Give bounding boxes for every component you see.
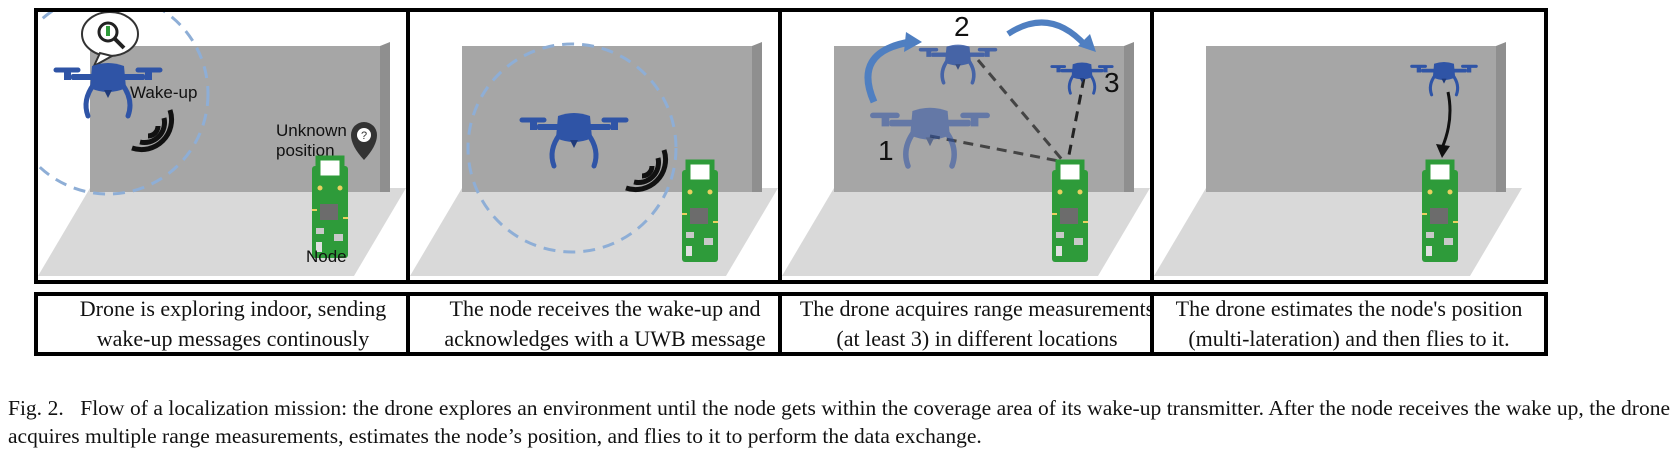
move-arrow-2	[1006, 19, 1089, 49]
panel-2-illustration	[410, 42, 778, 276]
sensor-node-board-icon	[312, 158, 348, 258]
move-arrow-2-head	[1078, 34, 1096, 52]
range-line-3	[1066, 77, 1086, 161]
wall-side	[752, 42, 762, 192]
wall-side	[1124, 42, 1134, 192]
panel-3-illustration: 1 2 3	[782, 12, 1150, 276]
sensor-node-board-icon	[682, 162, 718, 262]
panel-3-caption: The drone acquires range measurements (a…	[778, 292, 1176, 356]
svg-text:?: ?	[361, 130, 367, 142]
coverage-circle	[38, 12, 210, 196]
caption-line: acknowledges with a UWB message	[444, 326, 766, 351]
caption-line: (multi-lateration) and then flies to it.	[1188, 326, 1510, 351]
fly-to-node-arrow-head	[1436, 144, 1450, 158]
figure-caption: Fig. 2. Flow of a localization mission: …	[8, 394, 1670, 450]
panel-4-caption: The drone estimates the node's position …	[1150, 292, 1548, 356]
caption-line: The node receives the wake-up and	[449, 296, 761, 321]
label-location-2: 2	[954, 12, 970, 42]
floor	[410, 188, 778, 276]
speech-bubble-magnifier-icon	[81, 12, 139, 69]
figure-label: Fig. 2.	[8, 396, 64, 420]
floor	[782, 188, 1150, 276]
caption-line: Drone is exploring indoor, sending	[79, 296, 387, 321]
coverage-circle	[466, 42, 678, 254]
wall-side	[380, 42, 390, 192]
caption-line: wake-up messages continously	[96, 326, 370, 351]
label-node: Node	[306, 247, 347, 266]
panel-2-wakeup-received	[406, 8, 804, 284]
caption-line: The drone acquires range measurements	[799, 296, 1155, 321]
label-unknown: Unknown	[276, 121, 347, 140]
label-wakeup: Wake-up	[130, 83, 197, 102]
move-arrow-1	[864, 38, 911, 104]
panel-4-multilateration	[1150, 8, 1548, 284]
sensor-node-board-icon	[1422, 162, 1458, 262]
panel-1-exploring: Wake-up Unknown position ? Node	[34, 8, 432, 284]
panel-3-range-measurements: 1 2 3	[778, 8, 1176, 284]
wall-side	[1496, 42, 1506, 192]
panel-1-illustration: Wake-up Unknown position ? Node	[38, 12, 406, 276]
sensor-node-board-icon	[1052, 162, 1088, 262]
floor	[1154, 188, 1522, 276]
range-line-2	[976, 59, 1066, 163]
panel-2-caption: The node receives the wake-up and acknow…	[406, 292, 804, 356]
caption-line: The drone estimates the node's position	[1175, 296, 1523, 321]
location-pin-icon: ?	[351, 122, 377, 160]
floor	[38, 188, 406, 276]
label-location-3: 3	[1104, 67, 1120, 98]
caption-line: (at least 3) in different locations	[836, 326, 1118, 351]
label-position: position	[276, 141, 335, 160]
panel-1-caption: Drone is exploring indoor, sending wake-…	[34, 292, 432, 356]
figure-caption-text: Flow of a localization mission: the dron…	[8, 396, 1671, 448]
panel-4-illustration	[1154, 42, 1522, 276]
move-arrow-1-head	[904, 32, 922, 52]
label-location-1: 1	[878, 135, 894, 166]
fly-to-node-arrow	[1440, 91, 1452, 149]
